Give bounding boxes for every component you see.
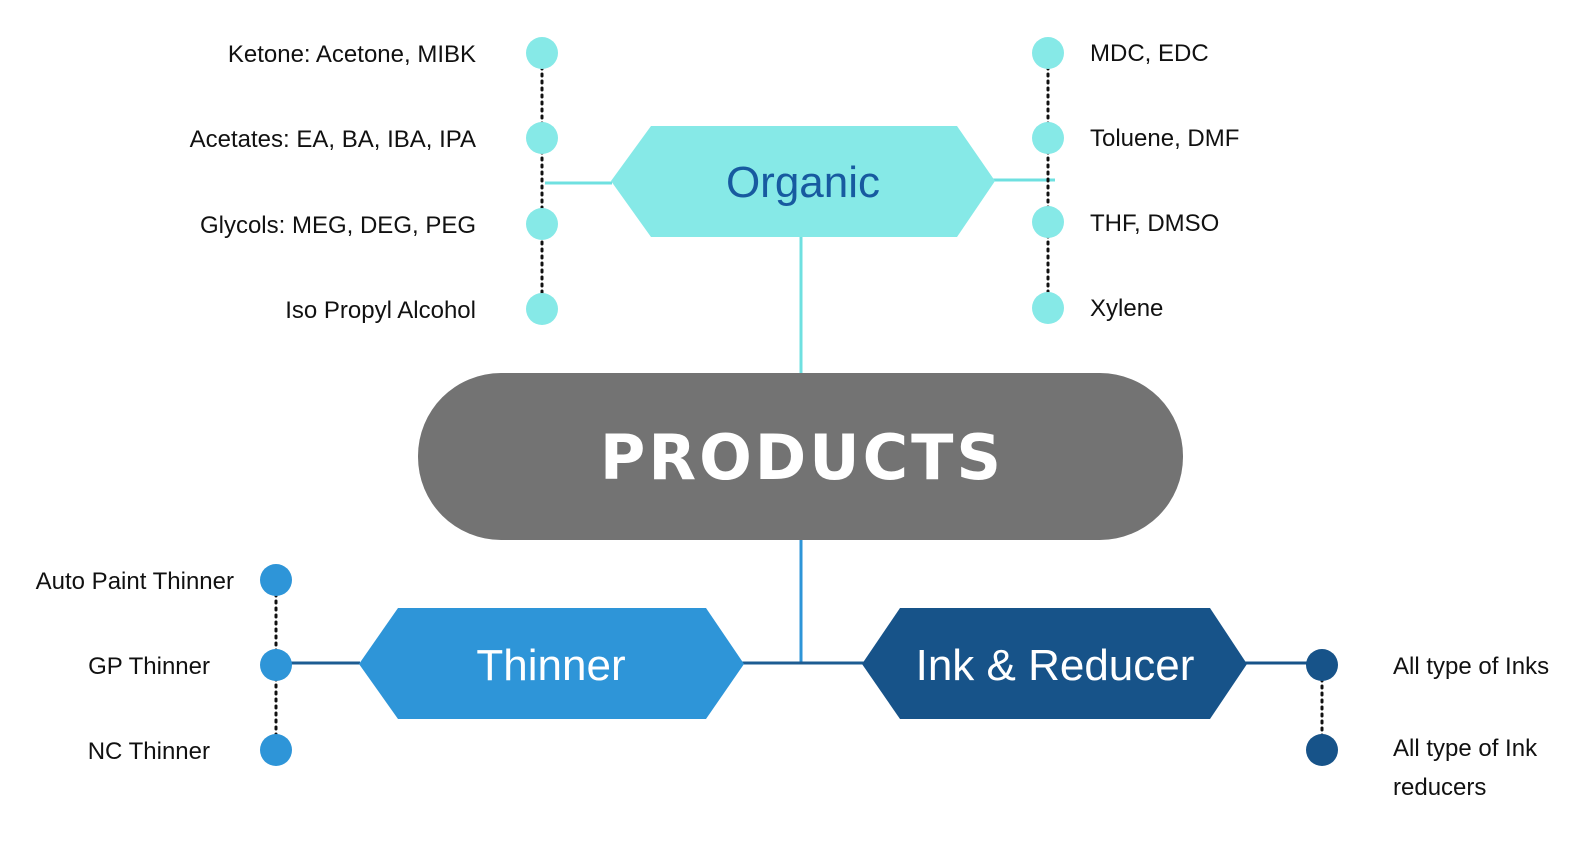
organic-left-bullet (526, 37, 558, 69)
products-pill[interactable] (418, 373, 1183, 540)
organic-hexagon[interactable] (611, 126, 995, 237)
thinner-item: Auto Paint Thinner (36, 568, 234, 595)
organic-right-item: MDC, EDC (1090, 40, 1209, 67)
organic-right-item: THF, DMSO (1090, 210, 1219, 237)
products-label: PRODUCTS (600, 421, 1004, 494)
thinner-item: GP Thinner (88, 653, 210, 680)
thinner-hexagon[interactable] (359, 608, 744, 719)
organic-right-bullet (1032, 37, 1064, 69)
organic-label: Organic (726, 158, 880, 207)
ink-reducer-hexagon[interactable] (862, 608, 1247, 719)
thinner-bullet (260, 564, 292, 596)
organic-left-bullet (526, 122, 558, 154)
ink-item: All type of Ink (1393, 735, 1538, 762)
thinner-item: NC Thinner (88, 738, 210, 765)
ink-bullet (1306, 649, 1338, 681)
organic-right-bullet (1032, 206, 1064, 238)
organic-left-item: Iso Propyl Alcohol (285, 297, 476, 324)
organic-right-item: Xylene (1090, 295, 1163, 322)
organic-right-item: Toluene, DMF (1090, 125, 1239, 152)
thinner-label: Thinner (476, 641, 625, 690)
ink-reducer-label: Ink & Reducer (916, 641, 1195, 690)
organic-left-bullet (526, 293, 558, 325)
organic-left-item: Ketone: Acetone, MIBK (228, 41, 476, 68)
organic-right-bullet (1032, 122, 1064, 154)
ink-bullet (1306, 734, 1338, 766)
organic-right-bullet (1032, 292, 1064, 324)
organic-left-item: Acetates: EA, BA, IBA, IPA (190, 126, 476, 153)
ink-item: All type of Inks (1393, 653, 1549, 680)
organic-left-bullet (526, 208, 558, 240)
thinner-bullet (260, 649, 292, 681)
organic-left-item: Glycols: MEG, DEG, PEG (200, 212, 476, 239)
thinner-bullet (260, 734, 292, 766)
ink-item-continued: reducers (1393, 774, 1486, 801)
